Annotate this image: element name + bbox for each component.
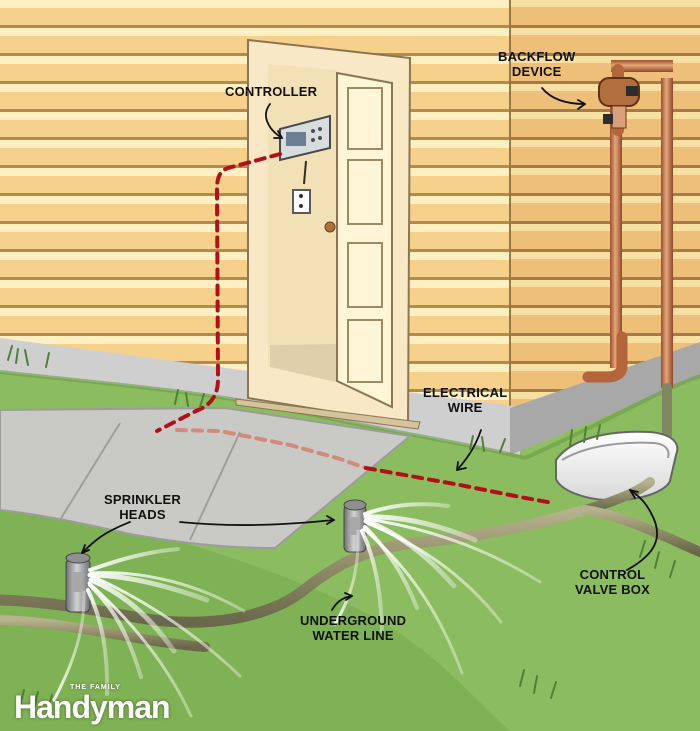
electrical-wire-label: ELECTRICAL WIRE — [423, 385, 507, 415]
electrical-label-line-1: ELECTRICAL — [423, 385, 508, 400]
grass-tufts — [7, 345, 676, 711]
sprinkler-label-line-1: SPRINKLER — [104, 492, 181, 507]
backflow-device — [582, 60, 673, 441]
sidewalk — [0, 406, 413, 550]
brand-tagline: THE FAMILY — [70, 684, 121, 691]
water-spray-right — [333, 502, 542, 675]
underground-label-line-1: UNDERGROUND — [300, 613, 407, 628]
control-valve-box-label: CONTROL VALVE BOX — [575, 567, 650, 597]
sprinkler-label-line-2: HEADS — [119, 507, 166, 522]
underground-label-line-2: WATER LINE — [312, 628, 394, 643]
controller-unit — [279, 114, 331, 214]
house-wall-right — [509, 0, 700, 455]
backflow-device-label: BACKFLOW DEVICE — [498, 49, 575, 79]
brand-logo: THE FAMILY Handyman — [14, 684, 204, 728]
controller-label-text: CONTROLLER — [225, 84, 318, 99]
control-valve-label-line-1: CONTROL — [579, 567, 646, 582]
electrical-label-line-2: WIRE — [447, 400, 483, 415]
water-spray-left — [52, 547, 246, 718]
callout-arrows — [81, 87, 658, 611]
backflow-label-line-1: BACKFLOW — [498, 49, 576, 64]
sprinkler-heads-label: SPRINKLER HEADS — [104, 492, 181, 522]
sprinkler-head-left — [65, 552, 91, 613]
control-valve-label-line-2: VALVE BOX — [575, 582, 650, 597]
sprinkler-head-right — [343, 499, 367, 553]
brand-name: Handyman — [14, 689, 171, 725]
underground-water-line-label: UNDERGROUND WATER LINE — [300, 613, 406, 643]
backflow-label-line-2: DEVICE — [511, 64, 562, 79]
controller-label: CONTROLLER — [225, 84, 317, 99]
electrical-wire — [155, 152, 555, 505]
